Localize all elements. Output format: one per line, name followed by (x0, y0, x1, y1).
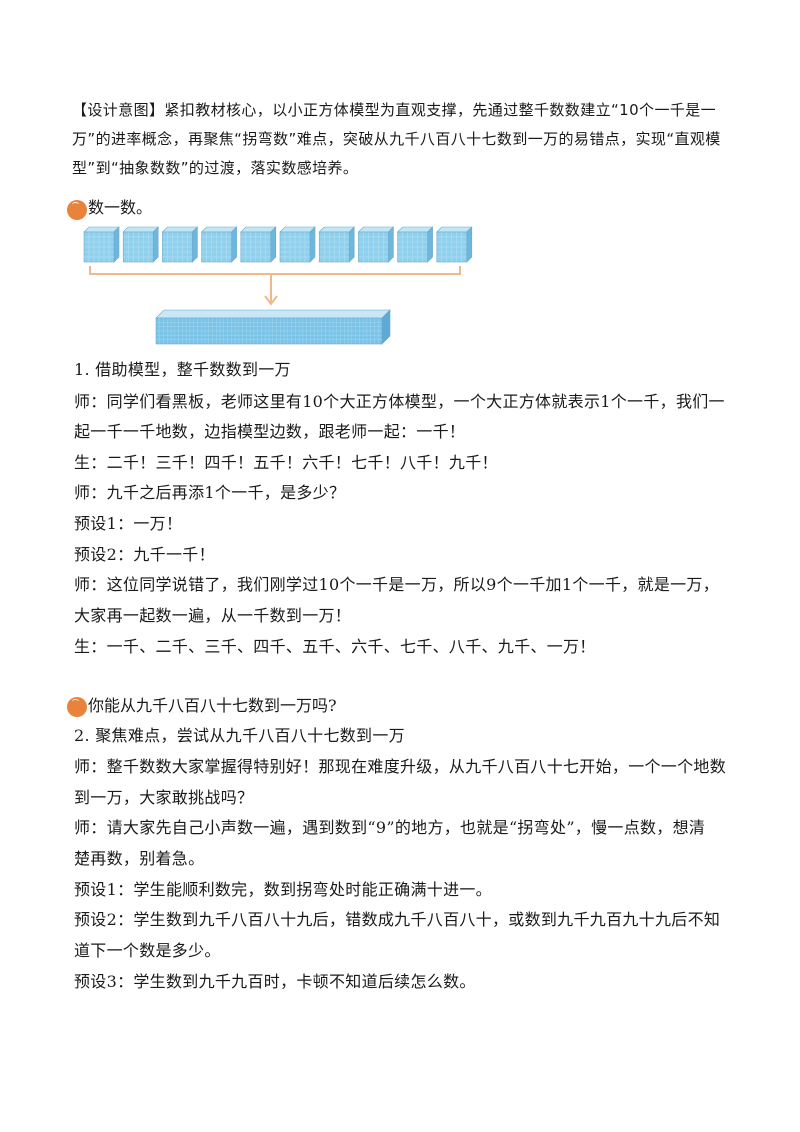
thousand-cube (161, 226, 199, 263)
part1-line: 师：这位同学说错了，我们刚学过10个一千是一万，所以9个一千加1个一千，就是一万… (74, 575, 720, 594)
cube-row (83, 226, 473, 263)
thousand-cube (396, 226, 434, 263)
thousand-cube (279, 226, 316, 263)
arrow-head-icon (264, 295, 278, 306)
part1-line: 大家再一起数一遍，从一千数到一万！ (74, 606, 352, 625)
part2-line: 预设2：学生数到九千八百八十九后，错数成九千八百八十，或数到九千九百九十九后不知 (74, 910, 721, 929)
part1-line: 生：二千！三千！四千！五千！六千！七千！八千！九千！ (74, 453, 498, 472)
part2-line: 预设3：学生数到九千九百时，卡顿不知道后续怎么数。 (74, 972, 476, 991)
cube-model-figure (83, 226, 473, 345)
design-intent-paragraph: 【设计意图】紧扣教材核心，以小正方体模型为直观支撑，先通过整千数数建立“10个一… (72, 101, 721, 177)
ten-thousand-slab (155, 309, 391, 345)
section-bullet-icon (67, 200, 87, 220)
section-title-count: 数一数。 (88, 198, 153, 217)
part2-line: 楚再数，别着急。 (74, 849, 205, 868)
thousand-cube (200, 226, 238, 263)
part2-line: 到一万，大家敢挑战吗？ (74, 788, 254, 807)
part1-line: 师：同学们看黑板，老师这里有10个大正方体模型，一个大正方体就表示1个一千，我们… (74, 392, 725, 411)
part2-line: 师：整千数数大家掌握得特别好！那现在难度升级，从九千八百八十七开始，一个一个地数 (74, 757, 727, 776)
bracket-arrow (89, 266, 461, 302)
part2-line: 道下一个数是多少。 (74, 941, 221, 960)
part1-line: 起一千一千地数，边指模型边数，跟老师一起：一千！ (74, 422, 466, 441)
part1-line: 预设2：九千一千！ (74, 545, 215, 564)
thousand-cube (357, 226, 395, 263)
part1-line: 生：一千、二千、三千、四千、五千、六千、七千、八千、九千、一万！ (74, 637, 596, 656)
part1-line: 师：九千之后再添1个一千，是多少？ (74, 483, 346, 502)
thousand-cube (240, 226, 277, 263)
section-bullet-icon (67, 697, 87, 717)
thousand-cube (436, 226, 473, 263)
thousand-cube (318, 226, 355, 263)
part1-line: 预设1：一万！ (74, 514, 183, 533)
thousand-cube (122, 226, 159, 263)
section-title-challenge: 你能从九千八百八十七数到一万吗? (88, 696, 337, 715)
part1-heading: 1. 借助模型，整千数数到一万 (74, 360, 291, 379)
part2-heading: 2. 聚焦难点，尝试从九千八百八十七数到一万 (74, 726, 405, 745)
thousand-cube (83, 226, 120, 263)
part2-line: 预设1：学生能顺利数完，数到拐弯处时能正确满十进一。 (74, 880, 492, 899)
part2-line: 师：请大家先自己小声数一遍，遇到数到“9”的地方，也就是“拐弯处”，慢一点数，想… (74, 818, 706, 837)
